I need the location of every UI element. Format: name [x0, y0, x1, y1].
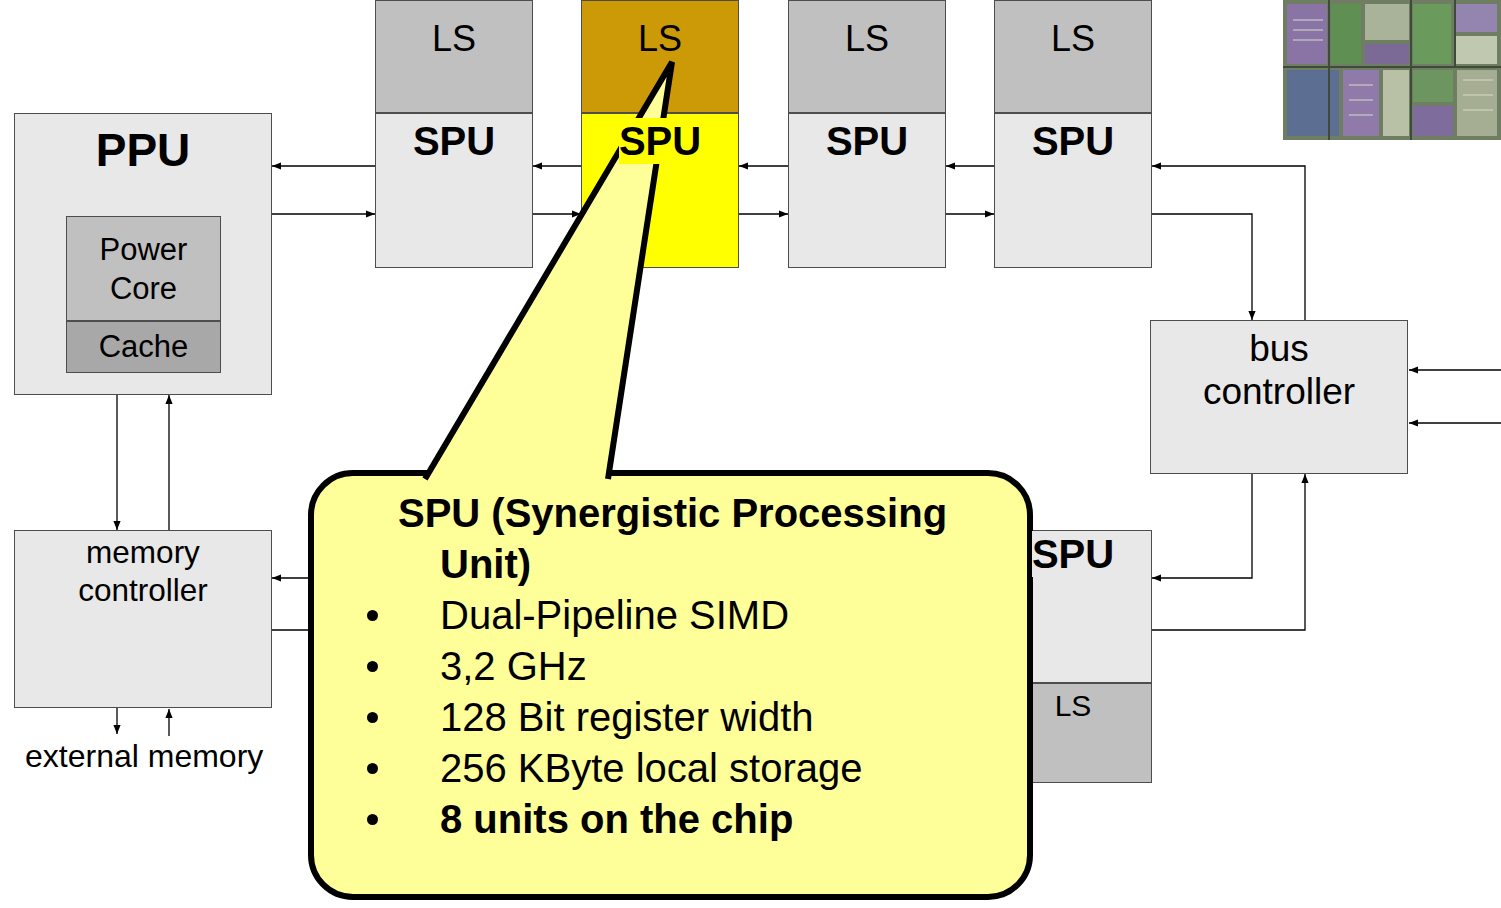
bus-wire [1409, 369, 1501, 370]
bus-connector [533, 165, 581, 166]
box-label: bus controller [1176, 327, 1382, 413]
ppu-box: PPU Power CoreCache [14, 113, 272, 395]
bus-wire [1409, 422, 1501, 423]
bus-connector [116, 395, 117, 530]
box-label: LS [845, 18, 889, 59]
box-label: LS [1055, 689, 1092, 724]
memory-controller-box: memory controller [14, 530, 272, 708]
local-store-box: LS [994, 0, 1152, 113]
bus-connector [946, 165, 994, 166]
bus-connector [1152, 166, 1305, 320]
bus-connector [533, 213, 581, 214]
bus-connector [1152, 474, 1305, 630]
box-label: LS [1051, 18, 1095, 59]
core-box: Power Core [66, 216, 221, 321]
callout-heading: SPU (Synergistic Processing Unit) [440, 488, 998, 590]
local-store-box: LS [375, 0, 533, 113]
bullet-dot [367, 610, 378, 621]
callout-bullet: 128 Bit register width [440, 692, 998, 743]
bus-connector [946, 213, 994, 214]
box-label: LS [432, 18, 476, 59]
callout-bullet: 8 units on the chip [440, 794, 998, 845]
local-store-box: LS [788, 0, 946, 113]
spu-box: SPU [581, 113, 739, 268]
box-label: memory controller [35, 533, 251, 609]
box-label: LS [638, 18, 682, 59]
bus-connector [1152, 474, 1252, 578]
cache-box: Cache [66, 321, 221, 373]
box-label: Power Core [71, 230, 216, 308]
callout-bullet: 3,2 GHz [440, 641, 998, 692]
callout-bullet: 256 KByte local storage [440, 743, 998, 794]
spu-box: SPU [788, 113, 946, 268]
spu-box: SPU [994, 113, 1152, 268]
chip-photo [1283, 0, 1501, 140]
box-label: SPU [413, 118, 495, 164]
box-label: SPU [1032, 118, 1114, 164]
bus-connector [168, 395, 169, 530]
bullet-dot [367, 763, 378, 774]
spu-box: SPU [375, 113, 533, 268]
callout-bullet: Dual-Pipeline SIMD [440, 590, 998, 641]
bus-connector [739, 213, 788, 214]
external-memory-label: external memory [25, 738, 263, 775]
bus-connector [739, 165, 788, 166]
box-label: Cache [99, 329, 189, 365]
bus-connector [272, 213, 375, 214]
local-store-box: LS [581, 0, 739, 113]
memory-wire [168, 709, 169, 736]
callout-box: SPU (Synergistic Processing Unit)Dual-Pi… [308, 470, 1033, 900]
memory-wire [116, 708, 117, 734]
box-label: PPU [96, 124, 191, 177]
box-label: SPU [1032, 531, 1114, 577]
bus-connector [1152, 214, 1252, 320]
bus-connector [272, 165, 375, 166]
bullet-dot [367, 814, 378, 825]
bus-controller-box: bus controller [1150, 320, 1408, 474]
box-label: SPU [619, 118, 701, 164]
bullet-dot [367, 712, 378, 723]
box-label: SPU [826, 118, 908, 164]
bullet-dot [367, 661, 378, 672]
